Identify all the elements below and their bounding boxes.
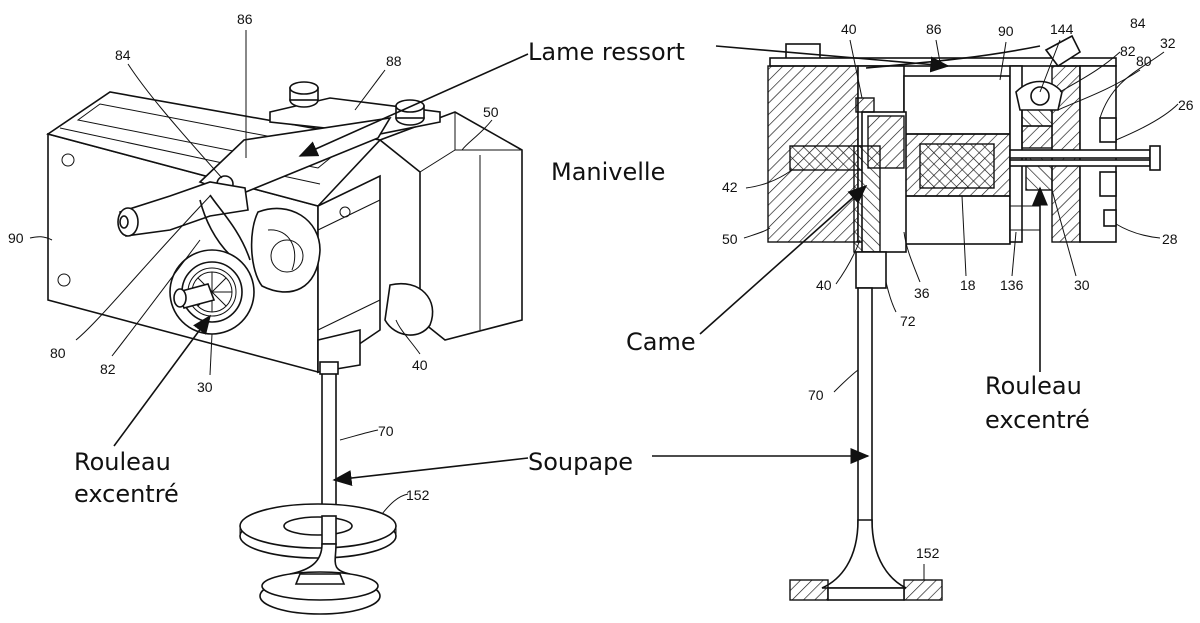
ref-40b-right: 40 <box>816 277 832 293</box>
ref-30-left: 30 <box>197 379 213 395</box>
arrow-soupape-left <box>332 457 529 486</box>
eccentric-roller-30 <box>169 249 255 335</box>
ref-26-right: 26 <box>1178 97 1194 113</box>
cam-40 <box>250 207 321 293</box>
caption-soupape: Soupape <box>528 448 633 476</box>
block-50 <box>378 111 523 341</box>
ref-82-left: 82 <box>100 361 116 377</box>
ref-28-right: 28 <box>1162 231 1178 247</box>
caption-manivelle: Manivelle <box>551 158 665 186</box>
caption-rouleau-left-1: Rouleau <box>74 448 171 476</box>
right-section-view <box>767 34 1161 601</box>
arrow-lame-ressort-left <box>298 53 529 157</box>
caption-lame-ressort: Lame ressort <box>528 38 685 66</box>
ref-90-left: 90 <box>8 230 24 246</box>
arrow-came <box>699 184 868 335</box>
ref-86-left: 86 <box>237 11 253 27</box>
caption-rouleau-right-1: Rouleau <box>985 372 1082 400</box>
ref-84-right: 84 <box>1130 15 1146 31</box>
valve-seat-152-left <box>789 579 829 601</box>
left-perspective-view <box>46 81 523 615</box>
caption-rouleau-right-2: excentré <box>985 406 1090 434</box>
cam-40-section <box>853 145 881 253</box>
arrow-lame-ressort-right <box>715 45 950 73</box>
ref-80-left: 80 <box>50 345 66 361</box>
ref-50-right: 50 <box>722 231 738 247</box>
left-reference-labels: 86 84 88 50 90 80 82 30 40 70 152 <box>8 11 499 515</box>
valve-seat-152 <box>239 503 397 559</box>
ref-72-right: 72 <box>900 313 916 329</box>
caption-came: Came <box>626 328 696 356</box>
ref-152-left: 152 <box>406 487 430 503</box>
ref-42-right: 42 <box>722 179 738 195</box>
ref-152-right: 152 <box>916 545 940 561</box>
ref-82-right: 82 <box>1120 43 1136 59</box>
ref-50-left: 50 <box>483 104 499 120</box>
crank-42 <box>789 145 863 171</box>
valve-stem-70-section <box>857 287 873 535</box>
ref-84-left: 84 <box>115 47 131 63</box>
captions: Lame ressort Manivelle Came Rouleau exce… <box>74 38 1090 508</box>
caption-rouleau-left-2: excentré <box>74 480 179 508</box>
valve-seat-152-right <box>903 579 943 601</box>
tappet-72 <box>855 251 887 289</box>
leaf-spring-86-section <box>865 45 1041 69</box>
ref-80-right: 80 <box>1136 53 1152 69</box>
ref-18-right: 18 <box>960 277 976 293</box>
arrow-rouleau-left <box>113 314 211 447</box>
ref-86-right: 86 <box>926 21 942 37</box>
ref-144-right: 144 <box>1050 21 1074 37</box>
ref-90-right: 90 <box>998 23 1014 39</box>
rocker-arm-80 <box>119 181 249 237</box>
right-reference-labels: 40 86 90 144 84 82 80 32 26 42 50 28 40 … <box>722 15 1194 580</box>
ref-40-left: 40 <box>412 357 428 373</box>
ref-88-left: 88 <box>386 53 402 69</box>
ref-70-right: 70 <box>808 387 824 403</box>
ref-30-right: 30 <box>1074 277 1090 293</box>
valve-stem-70 <box>321 371 337 523</box>
ref-136-right: 136 <box>1000 277 1024 293</box>
ref-70-left: 70 <box>378 423 394 439</box>
ref-40a-right: 40 <box>841 21 857 37</box>
ref-36-right: 36 <box>914 285 930 301</box>
ref-32-right: 32 <box>1160 35 1176 51</box>
